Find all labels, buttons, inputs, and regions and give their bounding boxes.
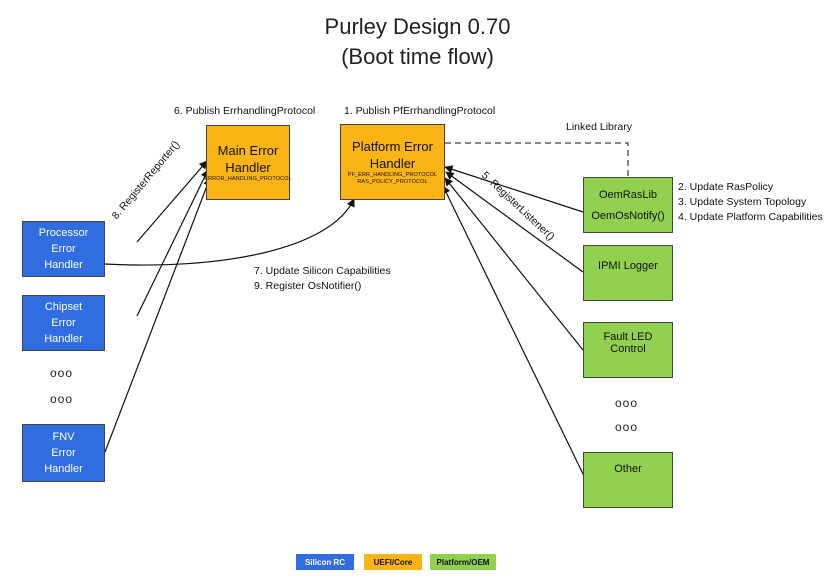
ellipsis-right-1: ooo — [615, 396, 639, 410]
ipmi-logger-label: IPMI Logger — [598, 260, 658, 272]
arrow-processor-to-main — [136, 160, 208, 243]
processor-error-handler-line-3: Handler — [44, 259, 83, 271]
other-box: Other — [583, 452, 673, 508]
ellipsis-right-2: ooo — [615, 420, 639, 434]
register-os-notifier-label: 9. Register OsNotifier() — [254, 280, 362, 292]
title-line-2: (Boot time flow) — [341, 44, 494, 69]
arrow-ipmi-to-platform — [445, 171, 584, 273]
ipmi-logger-box: IPMI Logger — [583, 245, 673, 301]
oem-ras-lib-box: OemRasLib OemOsNotify() — [583, 177, 673, 233]
ellipsis-left-1: ooo — [50, 366, 74, 380]
arrow-chipset-to-main — [136, 169, 209, 317]
chipset-error-handler-line-1: Chipset — [44, 301, 83, 313]
legend-uefi-core-label: UEFI/Core — [373, 557, 413, 567]
main-error-handler-box: Main Error Handler ERROR_HANDLING_PROTOC… — [204, 125, 292, 200]
title-line-1: Purley Design 0.70 — [324, 14, 511, 39]
fnv-error-handler-line-1: FNV — [52, 431, 75, 443]
chipset-error-handler-line-2: Error — [51, 317, 76, 329]
fnv-error-handler-box: FNV Error Handler — [22, 424, 105, 482]
platform-error-handler-title-2: Handler — [369, 156, 416, 171]
arrow-processor-to-platform — [103, 198, 355, 266]
publish-err-label: 6. Publish ErrhandlingProtocol — [174, 105, 316, 117]
update-topology-label: 3. Update System Topology — [678, 196, 807, 208]
platform-error-handler-protocol-1: PF_ERR_HANDLING_PROTOCOL — [347, 172, 438, 178]
main-error-handler-title-2: Handler — [225, 160, 271, 175]
update-ras-policy-label: 2. Update RasPolicy — [678, 181, 774, 193]
legend-platform-oem: Platform/OEM — [430, 554, 496, 570]
fnv-error-handler-line-2: Error — [51, 447, 76, 459]
fnv-error-handler-line-3: Handler — [44, 463, 83, 475]
platform-error-handler-title-1: Platform Error — [352, 139, 433, 154]
fault-led-control-line-2: Control — [610, 343, 646, 355]
linked-library-connector — [445, 142, 629, 177]
legend-platform-oem-label: Platform/OEM — [436, 557, 490, 567]
legend-uefi-core: UEFI/Core — [364, 554, 422, 570]
platform-error-handler-protocol-2: RAS_POLICY_PROTOCOL — [357, 179, 428, 185]
fault-led-control-line-1: Fault LED — [603, 331, 653, 343]
update-silicon-caps-label: 7. Update Silicon Capabilities — [254, 265, 391, 277]
update-platform-caps-label: 4. Update Platform Capabilities — [678, 211, 823, 223]
platform-error-handler-box: Platform Error Handler PF_ERR_HANDLING_P… — [340, 124, 445, 200]
chipset-error-handler-box: Chipset Error Handler — [22, 295, 105, 351]
other-label: Other — [614, 463, 642, 475]
linked-library-label: Linked Library — [566, 121, 632, 133]
processor-error-handler-line-1: Processor — [38, 227, 89, 239]
publish-pf-label: 1. Publish PfErrhandlingProtocol — [344, 105, 496, 117]
ellipsis-left-2: ooo — [50, 392, 74, 406]
arrow-faultled-to-platform — [444, 177, 584, 351]
chipset-error-handler-line-3: Handler — [44, 333, 83, 345]
processor-error-handler-line-2: Error — [51, 243, 76, 255]
legend-silicon-rc-label: Silicon RC — [304, 557, 345, 567]
oem-ras-lib-line-1: OemRasLib — [598, 188, 658, 201]
diagram-title: Purley Design 0.70 (Boot time flow) — [0, 12, 835, 72]
main-error-handler-title-1: Main Error — [217, 143, 279, 158]
processor-error-handler-box: Processor Error Handler — [22, 221, 105, 277]
arrow-fnv-to-main — [104, 177, 212, 453]
arrow-other-to-platform — [442, 185, 586, 479]
main-error-handler-protocol: ERROR_HANDLING_PROTOCOL — [204, 176, 292, 182]
fault-led-control-box: Fault LED Control — [583, 322, 673, 378]
legend-silicon-rc: Silicon RC — [296, 554, 354, 570]
arrow-oemraslib-to-platform — [444, 165, 584, 213]
oem-ras-lib-line-2: OemOsNotify() — [591, 209, 665, 222]
